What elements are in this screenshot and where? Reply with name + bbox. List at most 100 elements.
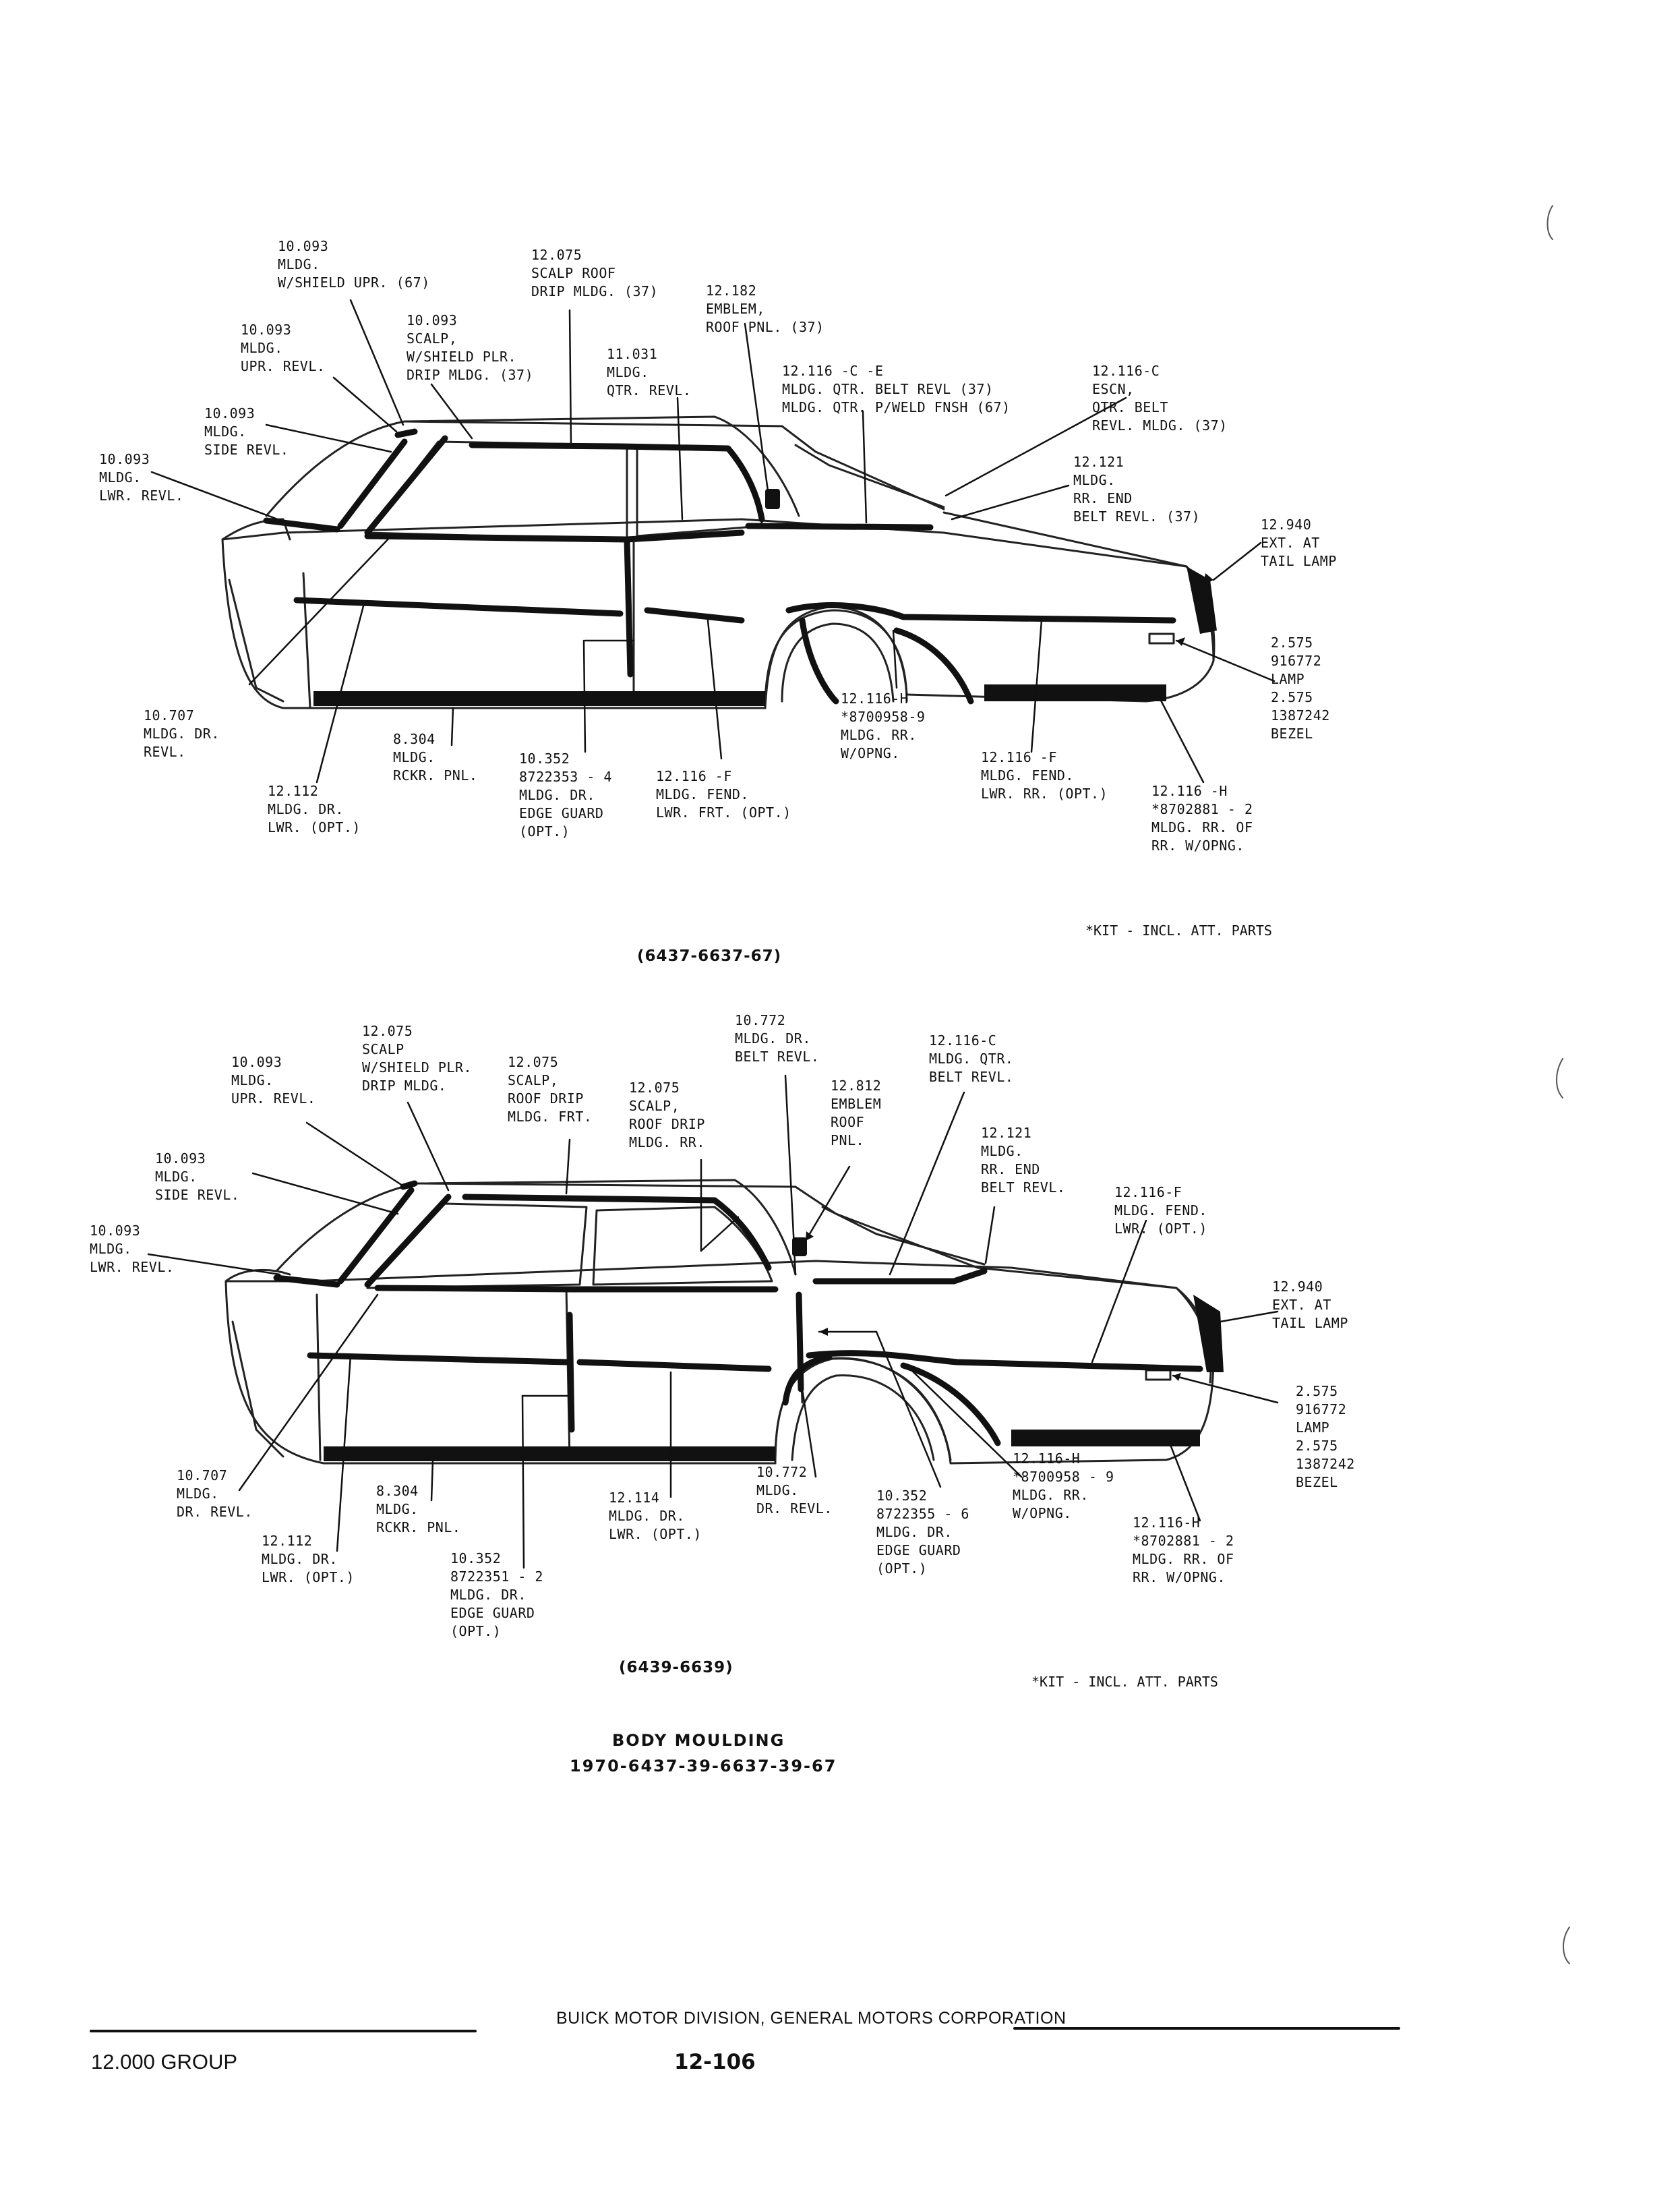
label-line: BELT REVL.: [929, 1069, 1014, 1085]
label-line: LWR. REVL.: [99, 488, 184, 504]
label-line: 12.075: [362, 1023, 413, 1039]
label-line: SIDE REVL.: [155, 1187, 240, 1203]
label-line: MLDG. QTR.: [929, 1051, 1014, 1067]
label-line: ESCN,: [1092, 381, 1135, 397]
label-line: MLDG.: [1073, 472, 1116, 488]
label-line: 12.812: [831, 1078, 882, 1094]
label-line: 12.116 -H: [1151, 783, 1228, 799]
label-line: MLDG. RR.: [841, 727, 917, 743]
label-line: DR. REVL.: [177, 1504, 253, 1520]
label-line: 12.116 -C -E: [782, 363, 884, 379]
label-line: 12.075: [508, 1054, 559, 1070]
label-line: 10.707: [144, 707, 195, 724]
label-line: MLDG. FEND.: [1114, 1202, 1207, 1218]
label-line: (OPT.): [519, 823, 570, 840]
label-line: TAIL LAMP: [1272, 1315, 1348, 1331]
label-line: EXT. AT: [1261, 535, 1320, 551]
label-line: 12.116-F: [1114, 1184, 1182, 1200]
car-illustration-sedan: [224, 1179, 1215, 1465]
label-line: QTR. BELT: [1092, 399, 1168, 415]
label-line: MLDG. RR.: [1013, 1487, 1089, 1503]
label-line: 10.093: [155, 1150, 206, 1167]
label-line: RR. END: [1073, 490, 1133, 506]
label-line: DR. REVL.: [756, 1500, 833, 1517]
label-line: MLDG. FRT.: [508, 1109, 593, 1125]
label-line: 8.304: [393, 731, 436, 747]
label-line: MLDG.: [756, 1482, 799, 1498]
label-line: MLDG.: [278, 256, 320, 272]
label-line: W/SHIELD PLR.: [407, 349, 517, 365]
label-line: MLDG. RR. OF: [1151, 819, 1253, 835]
label-line: (OPT.): [876, 1560, 928, 1577]
label-line: MLDG. QTR. P/WELD FNSH (67): [782, 399, 1011, 415]
label-line: MLDG. DR.: [268, 801, 344, 817]
label-line: EMBLEM,: [706, 301, 765, 317]
label-line: 10.772: [735, 1012, 786, 1028]
scan-mark-2: [1556, 1058, 1563, 1098]
leader-arrows-sedan: [806, 1231, 1220, 1381]
label-line: MLDG.: [376, 1501, 419, 1517]
label-line: BELT REVL.: [981, 1179, 1066, 1196]
label-line: SCALP ROOF: [531, 265, 616, 281]
label-line: RCKR. PNL.: [376, 1519, 461, 1535]
label-line: 2.575: [1271, 689, 1313, 705]
label-line: 12.940: [1261, 517, 1312, 533]
label-line: MLDG.: [204, 423, 247, 440]
label-line: MLDG.: [981, 1143, 1023, 1159]
label-line: 10.093: [231, 1054, 282, 1070]
label-line: SCALP: [362, 1041, 404, 1057]
page-subtitle: 1970-6437-39-6637-39-67: [570, 1757, 837, 1775]
label-line: 1387242: [1271, 707, 1330, 724]
label-line: MLDG. RR. OF: [1133, 1551, 1234, 1567]
label-line: UPR. REVL.: [241, 358, 326, 374]
label-line: 12.116 -F: [656, 768, 732, 784]
label-line: PNL.: [831, 1132, 865, 1148]
label-line: 2.575: [1296, 1438, 1338, 1454]
diagram-caption-top: (6437-6637-67): [637, 947, 782, 965]
label-line: MLDG. DR.: [450, 1587, 527, 1603]
label-line: MLDG. DR.: [144, 726, 220, 742]
label-line: 916772: [1271, 653, 1322, 669]
label-line: 10.093: [90, 1223, 141, 1239]
label-line: 12.116-H: [1133, 1515, 1201, 1531]
label-line: RCKR. PNL.: [393, 767, 478, 784]
label-line: *8700958-9: [841, 709, 926, 725]
diagram-caption-bottom: (6439-6639): [619, 1659, 733, 1676]
label-line: EXT. AT: [1272, 1297, 1331, 1313]
label-line: LWR. (OPT.): [609, 1526, 702, 1542]
label-line: (OPT.): [450, 1623, 502, 1639]
label-line: 8722351 - 2: [450, 1568, 543, 1585]
label-line: DRIP MLDG. (37): [407, 367, 534, 383]
label-line: ROOF: [831, 1114, 865, 1130]
label-line: 10.093: [278, 238, 329, 254]
label-line: BEZEL: [1271, 726, 1313, 742]
label-line: 10.093: [407, 312, 458, 328]
label-line: LWR. (OPT.): [268, 819, 361, 835]
label-line: ROOF DRIP: [508, 1090, 584, 1107]
label-line: MLDG. FEND.: [656, 786, 749, 802]
